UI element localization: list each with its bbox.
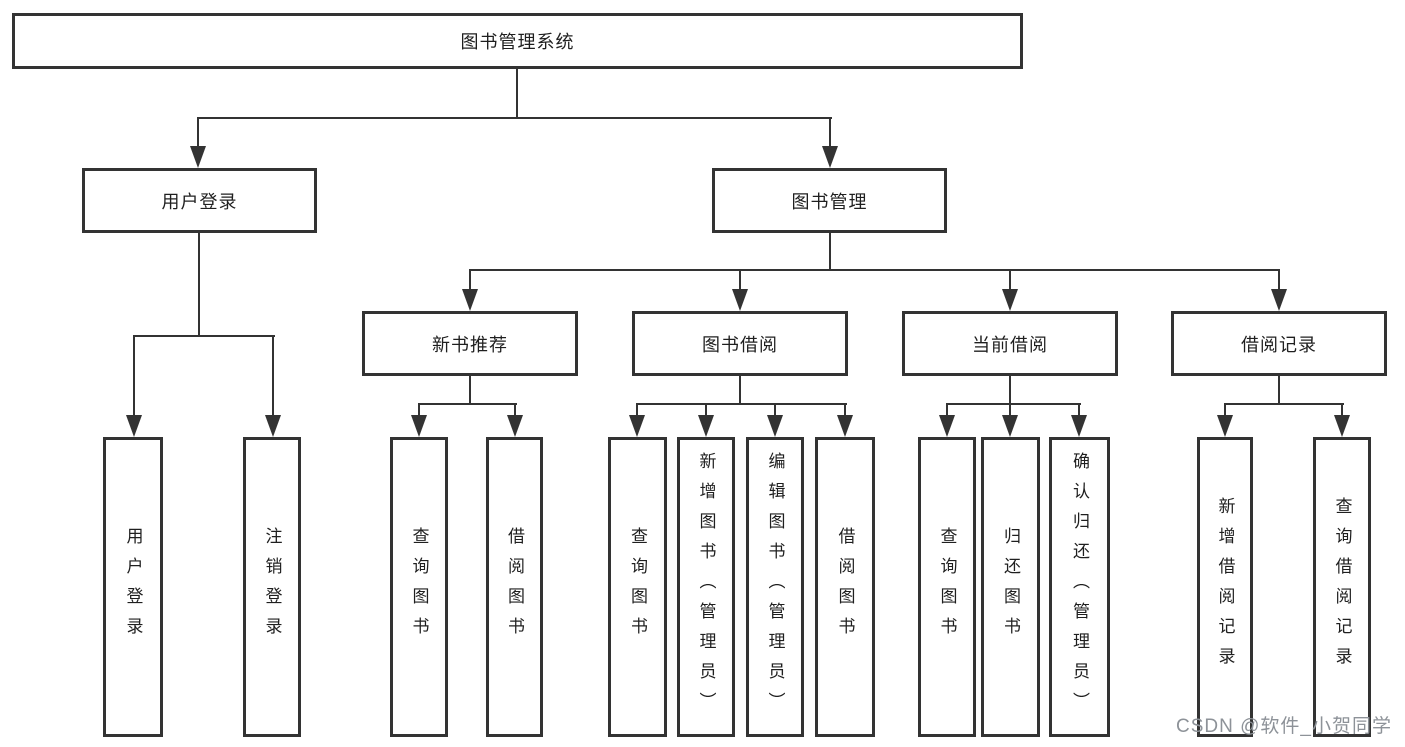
node-borrow-record-label: 借阅记录 — [1241, 334, 1317, 355]
leaf-query-books-3-label: 查询图书 — [937, 527, 957, 647]
connector-line — [1278, 376, 1280, 404]
connector-line — [739, 376, 741, 404]
node-user-login: 用户登录 — [82, 168, 317, 233]
arrow-down-icon — [507, 404, 523, 437]
leaf-query-books-2-label: 查询图书 — [628, 527, 647, 647]
leaf-add-books-admin-label: 新增图书（管理员） — [696, 452, 716, 722]
node-root-label: 图书管理系统 — [460, 32, 575, 52]
leaf-edit-books-admin: 编辑图书（管理员） — [746, 437, 804, 737]
connector-line — [1224, 403, 1344, 405]
leaf-confirm-return-admin: 确认归还（管理员） — [1049, 437, 1110, 737]
connector-line — [469, 269, 1280, 271]
connector-line — [418, 403, 517, 405]
leaf-add-books-admin: 新增图书（管理员） — [677, 437, 735, 737]
leaf-borrow-books-1-label: 借阅图书 — [505, 527, 524, 647]
leaf-query-borrow-record: 查询借阅记录 — [1313, 437, 1371, 737]
connector-line — [1009, 376, 1011, 404]
node-book-borrow-label: 图书借阅 — [702, 334, 778, 355]
node-current-borrow-label: 当前借阅 — [972, 334, 1048, 355]
arrow-down-icon — [767, 404, 783, 437]
leaf-query-borrow-record-label: 查询借阅记录 — [1332, 497, 1352, 677]
arrow-down-icon — [837, 404, 853, 437]
connector-line — [636, 403, 847, 405]
arrow-down-icon — [629, 404, 645, 437]
connector-line — [197, 117, 832, 119]
arrow-down-icon — [939, 404, 955, 437]
node-book-management: 图书管理 — [712, 168, 947, 233]
node-new-book-recommend: 新书推荐 — [362, 311, 578, 376]
node-new-book-recommend-label: 新书推荐 — [432, 334, 508, 355]
arrow-down-icon — [698, 404, 714, 437]
leaf-logout: 注销登录 — [243, 437, 301, 737]
arrow-down-icon — [462, 270, 478, 311]
leaf-add-borrow-record: 新增借阅记录 — [1197, 437, 1253, 737]
node-root-system: 图书管理系统 — [12, 13, 1023, 69]
connector-line — [198, 233, 200, 336]
node-book-borrow: 图书借阅 — [632, 311, 848, 376]
arrow-down-icon — [732, 270, 748, 311]
leaf-query-books-3: 查询图书 — [918, 437, 976, 737]
leaf-return-books-label: 归还图书 — [1001, 527, 1020, 647]
arrow-down-icon — [1071, 404, 1087, 437]
leaf-query-books-1-label: 查询图书 — [409, 527, 429, 647]
node-user-login-label: 用户登录 — [161, 191, 238, 212]
leaf-confirm-return-admin-label: 确认归还（管理员） — [1070, 452, 1089, 722]
arrow-down-icon — [822, 118, 838, 168]
connector-line — [516, 69, 518, 118]
arrow-down-icon — [411, 404, 427, 437]
node-borrow-record: 借阅记录 — [1171, 311, 1387, 376]
arrow-down-icon — [1271, 270, 1287, 311]
arrow-down-icon — [190, 118, 206, 168]
leaf-borrow-books-1: 借阅图书 — [486, 437, 543, 737]
leaf-borrow-books-2: 借阅图书 — [815, 437, 875, 737]
csdn-watermark: CSDN @软件_小贺同学 — [1176, 716, 1392, 737]
leaf-user-login: 用户登录 — [103, 437, 163, 737]
arrow-down-icon — [1217, 404, 1233, 437]
arrow-down-icon — [1334, 404, 1350, 437]
leaf-logout-label: 注销登录 — [262, 527, 282, 647]
leaf-borrow-books-2-label: 借阅图书 — [835, 527, 855, 647]
node-book-management-label: 图书管理 — [791, 191, 868, 212]
leaf-query-books-2: 查询图书 — [608, 437, 667, 737]
leaf-edit-books-admin-label: 编辑图书（管理员） — [765, 452, 785, 722]
arrow-down-icon — [265, 336, 281, 437]
connector-line — [469, 376, 471, 404]
connector-line — [133, 335, 275, 337]
connector-line — [946, 403, 1081, 405]
leaf-query-books-1: 查询图书 — [390, 437, 448, 737]
node-current-borrow: 当前借阅 — [902, 311, 1118, 376]
arrow-down-icon — [126, 336, 142, 437]
leaf-return-books: 归还图书 — [981, 437, 1040, 737]
connector-line — [829, 233, 831, 270]
arrow-down-icon — [1002, 404, 1018, 437]
arrow-down-icon — [1002, 270, 1018, 311]
leaf-add-borrow-record-label: 新增借阅记录 — [1215, 497, 1235, 677]
leaf-user-login-label: 用户登录 — [123, 527, 143, 647]
